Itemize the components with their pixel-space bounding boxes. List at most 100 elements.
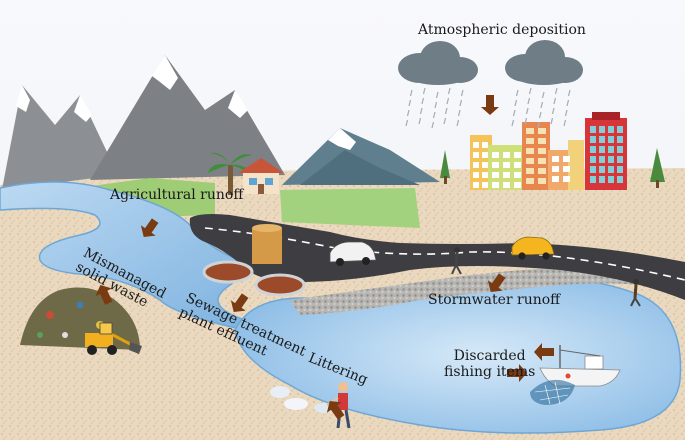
raindrop xyxy=(540,101,544,109)
window xyxy=(473,182,479,188)
arrow-icon xyxy=(487,273,506,293)
raindrop xyxy=(408,99,412,107)
window xyxy=(608,136,614,143)
window xyxy=(473,142,479,148)
window xyxy=(473,152,479,158)
window xyxy=(514,152,521,158)
window xyxy=(503,152,510,158)
window xyxy=(526,168,534,174)
mountain-icon xyxy=(0,55,440,200)
raindrop xyxy=(564,109,568,117)
person-icon xyxy=(451,247,641,307)
window xyxy=(473,172,479,178)
house-icon xyxy=(238,158,284,194)
window xyxy=(473,162,479,168)
car-icon xyxy=(329,236,555,266)
arrow-icon xyxy=(95,285,113,305)
river xyxy=(0,181,247,331)
label-text: Atmospheric deposition xyxy=(418,22,586,38)
window xyxy=(608,126,614,133)
raindrop xyxy=(446,97,450,105)
window xyxy=(538,148,546,154)
raindrop xyxy=(409,89,413,97)
arrow-icon xyxy=(326,400,345,420)
window xyxy=(599,156,605,163)
rain-icon xyxy=(405,87,571,129)
raindrop xyxy=(541,91,545,99)
window xyxy=(482,172,488,178)
window xyxy=(482,162,488,168)
window xyxy=(526,158,534,164)
window xyxy=(617,156,623,163)
raindrop xyxy=(443,117,447,125)
tank-icon xyxy=(202,224,306,297)
label-text: Discarded xyxy=(453,348,526,364)
window xyxy=(492,152,499,158)
window xyxy=(617,146,623,153)
label-text: Agricultural runoff xyxy=(110,187,244,203)
tree-icon xyxy=(440,148,665,188)
arrow-icon xyxy=(481,95,499,115)
window xyxy=(590,146,596,153)
raindrop xyxy=(457,109,461,117)
raindrop xyxy=(528,87,532,95)
window xyxy=(590,176,596,183)
raindrop xyxy=(419,107,423,115)
window xyxy=(538,128,546,134)
window xyxy=(590,126,596,133)
building-windows xyxy=(473,126,623,188)
window xyxy=(538,178,546,184)
raindrop xyxy=(514,99,518,107)
arrow-icon xyxy=(534,343,554,361)
raindrop xyxy=(406,109,410,117)
label-stormwater-runoff: Stormwater runoff xyxy=(428,292,560,308)
raindrop xyxy=(563,119,567,127)
window xyxy=(492,172,499,178)
window xyxy=(599,176,605,183)
arrow-icon xyxy=(95,95,554,420)
field-right xyxy=(280,188,420,228)
window xyxy=(492,162,499,168)
window xyxy=(482,182,488,188)
window xyxy=(608,156,614,163)
raindrop xyxy=(554,87,558,95)
window xyxy=(617,176,623,183)
raindrop xyxy=(538,111,542,119)
raindrop xyxy=(460,89,464,97)
road-lane-marking xyxy=(204,227,685,281)
window xyxy=(526,138,534,144)
gravel-shore xyxy=(290,262,685,315)
raindrop xyxy=(434,101,438,109)
window xyxy=(617,166,623,173)
raindrop xyxy=(421,97,425,105)
cloud-icon xyxy=(398,40,583,85)
label-agricultural-runoff: Agricultural runoff xyxy=(110,187,243,203)
window xyxy=(514,182,521,188)
arrow-icon xyxy=(140,218,159,238)
window xyxy=(608,146,614,153)
raindrop xyxy=(512,109,516,117)
raindrop xyxy=(551,107,555,115)
window xyxy=(538,158,546,164)
raindrop xyxy=(456,119,460,127)
raindrop xyxy=(418,117,422,125)
window xyxy=(590,166,596,173)
window xyxy=(526,178,534,184)
raindrop xyxy=(515,89,519,97)
raindrop xyxy=(553,97,557,105)
label-text: Stormwater runoff xyxy=(428,292,561,308)
window xyxy=(503,162,510,168)
window xyxy=(538,168,546,174)
window xyxy=(563,156,570,162)
raindrop xyxy=(431,121,435,129)
raindrop xyxy=(511,119,515,127)
raindrop xyxy=(422,87,426,95)
window xyxy=(503,172,510,178)
window xyxy=(552,176,559,182)
raindrop xyxy=(459,99,463,107)
arrow-icon xyxy=(230,293,249,313)
label-discarded-fishing-items: Discarded fishing items xyxy=(444,348,535,380)
raindrop xyxy=(537,121,541,129)
window xyxy=(617,136,623,143)
